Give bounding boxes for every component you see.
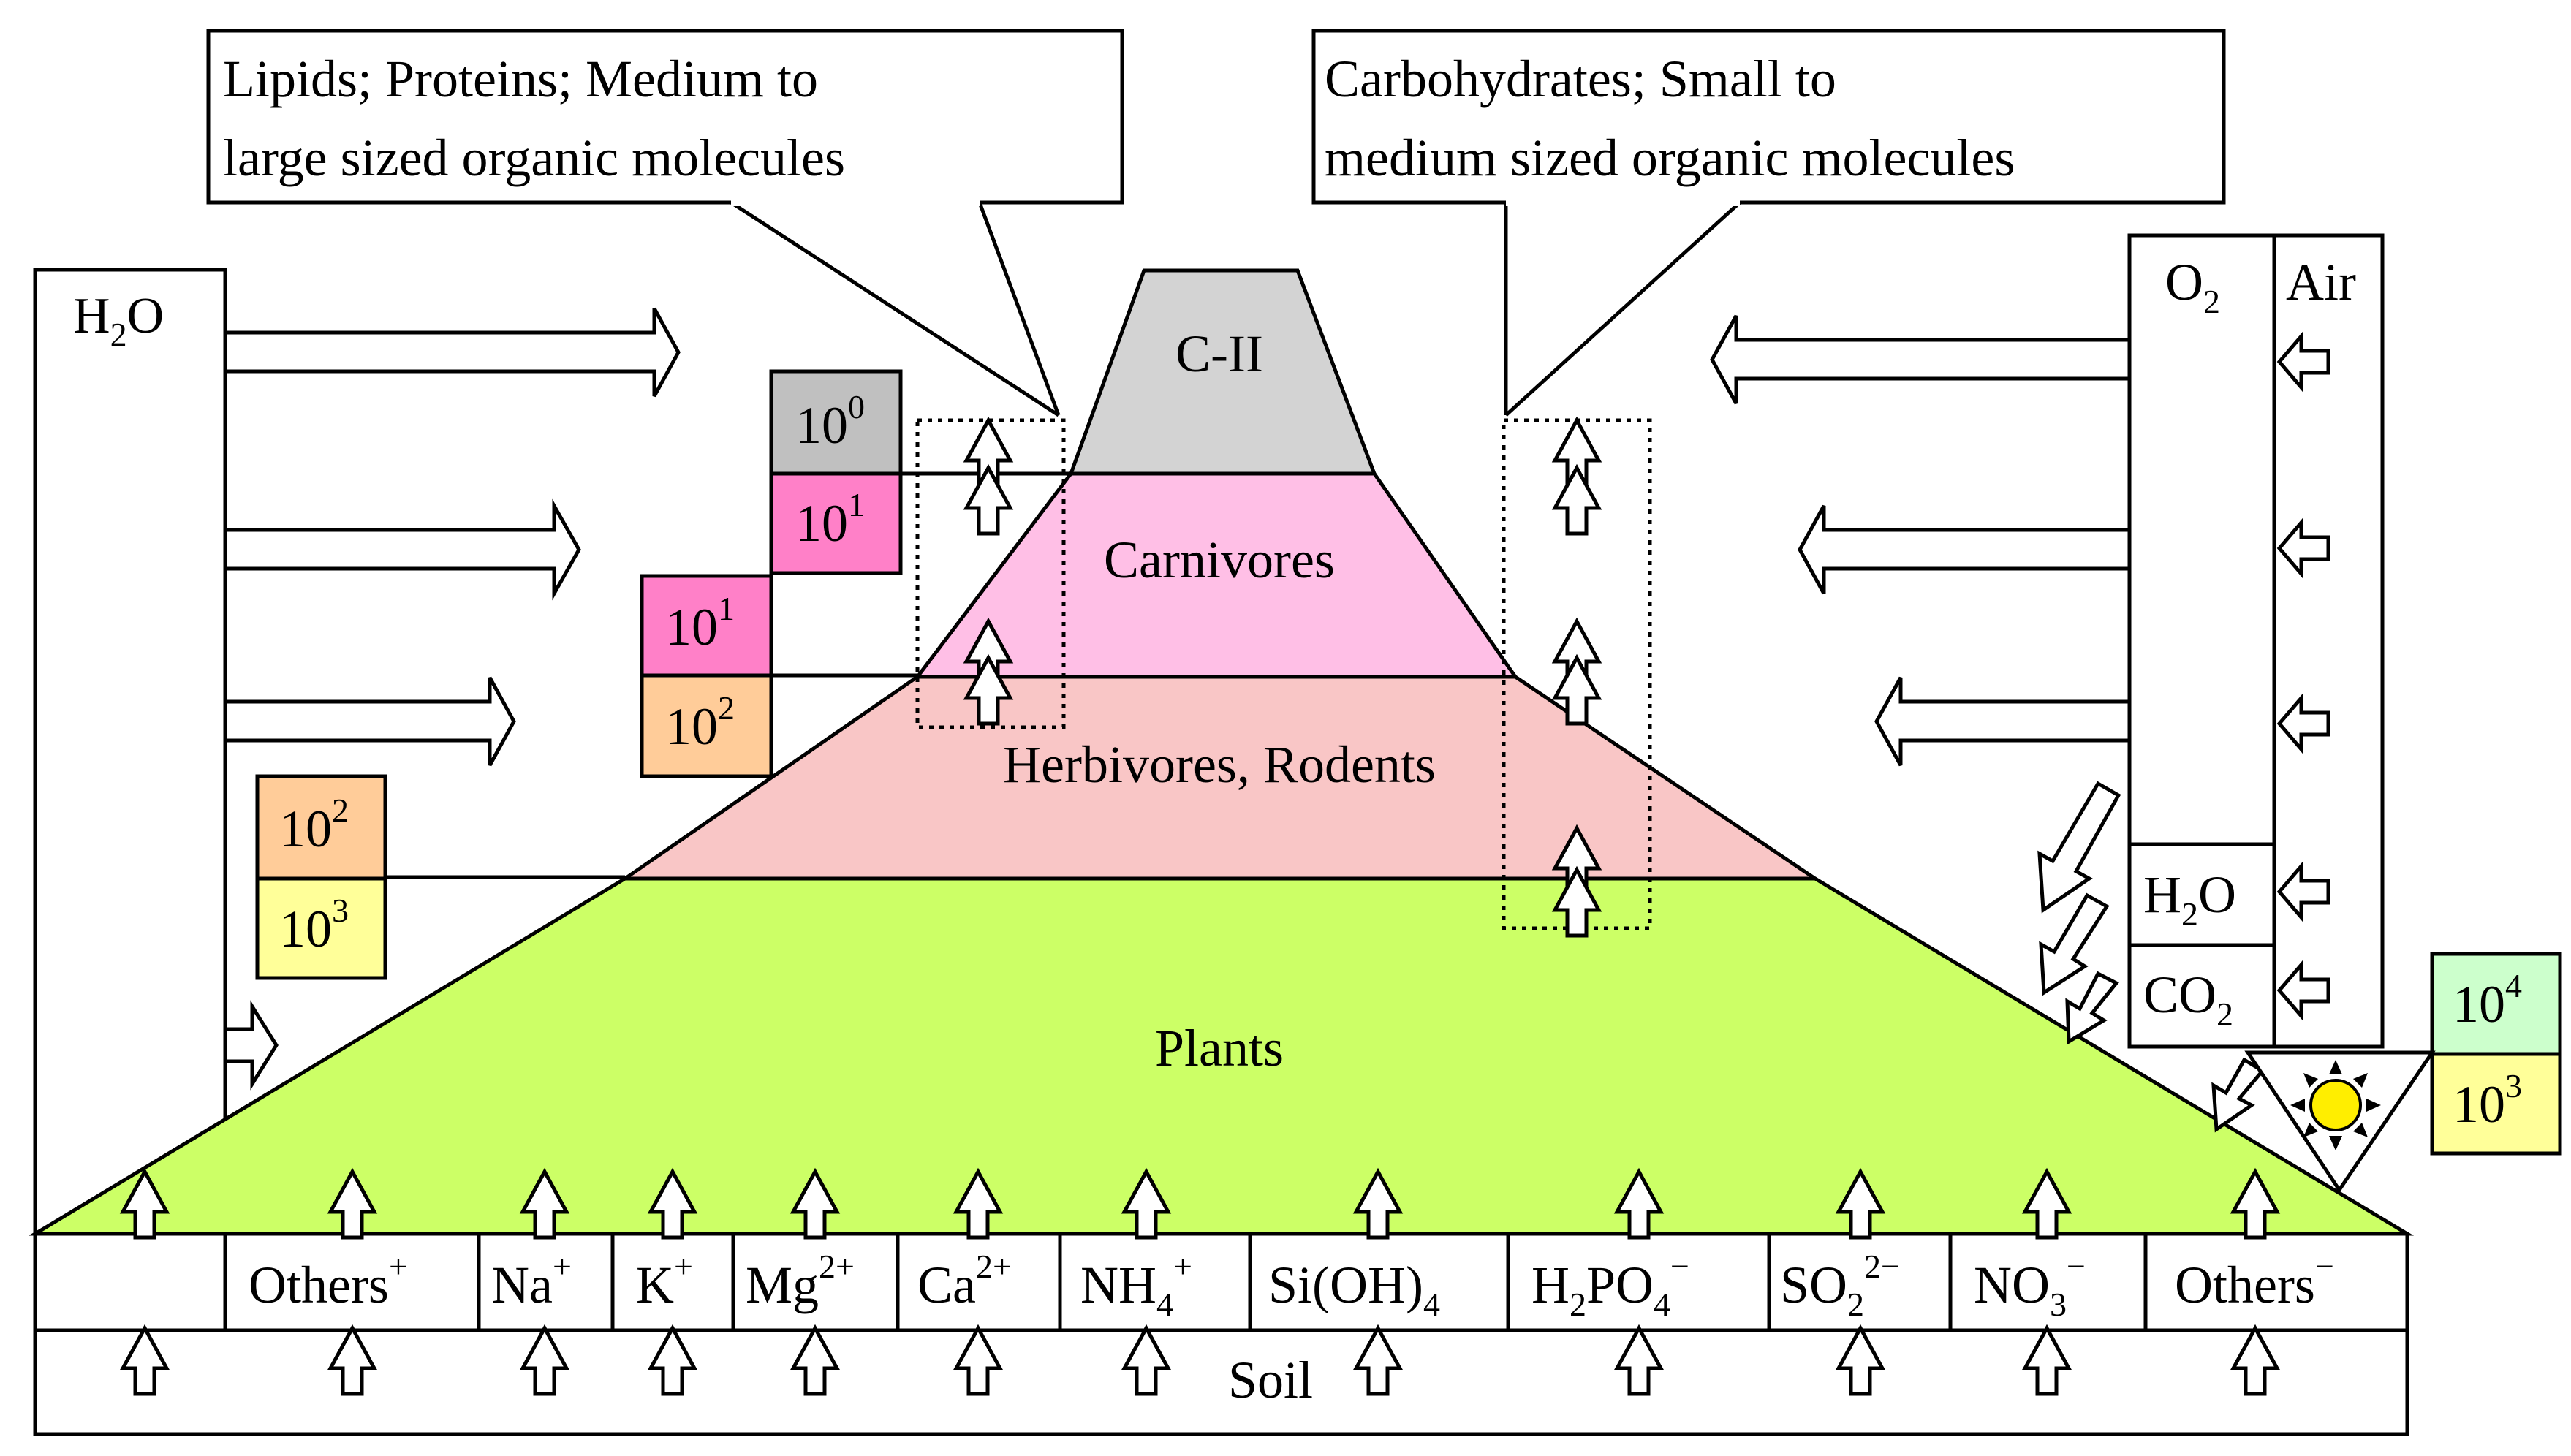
oxygen-arrow-carnivores — [1798, 504, 2132, 595]
nutrient-sulfate: SO22− — [1780, 1248, 1900, 1323]
magnitude-herbivores-bottom — [255, 876, 387, 980]
level-carnivores-label: Carnivores — [1104, 531, 1335, 589]
magnitude-sun-bottom — [2430, 1052, 2562, 1156]
nutrient-potassium: K+ — [636, 1248, 693, 1314]
air-arrows — [2276, 331, 2330, 1021]
water-column-outline — [33, 268, 227, 1237]
nutrient-others-negative: Others− — [2175, 1248, 2334, 1314]
trophic-pyramid: C-II Carnivores Herbivores, Rodents Plan… — [29, 268, 2415, 1236]
callout-left: Lipids; Proteins; Medium to large sized … — [206, 29, 1124, 417]
water-arrow-plants — [223, 1000, 279, 1091]
magnitude-carnivores-top-label: 101 — [665, 590, 735, 656]
callout-left-line1: Lipids; Proteins; Medium to — [223, 50, 818, 108]
nutrient-dihydrogen-phosphate: H2PO4− — [1531, 1248, 1689, 1323]
transfer-frame-left — [915, 418, 1066, 729]
air-label: Air — [2286, 253, 2356, 311]
level-c2-label: C-II — [1175, 325, 1263, 383]
callout-left-line2: large sized organic molecules — [223, 129, 845, 187]
oxygen-label: O2 — [2165, 253, 2220, 320]
nutrient-others-positive: Others+ — [249, 1248, 408, 1314]
nutrient-magnesium: Mg2+ — [746, 1248, 855, 1314]
magnitude-sun-bottom-label: 103 — [2453, 1067, 2522, 1134]
magnitude-c2-top-label: 100 — [795, 388, 865, 455]
soil-row: Soil — [33, 1328, 2409, 1436]
magnitude-herbivores-top-label: 102 — [279, 792, 349, 858]
level-herbivores-label: Herbivores, Rodents — [1003, 735, 1436, 794]
nutrient-nitrate: NO3− — [1974, 1248, 2086, 1323]
soil-label: Soil — [1228, 1351, 1313, 1409]
gas-exchange-arrows — [2037, 781, 2265, 1133]
water-arrow-c2 — [223, 307, 681, 398]
water-vapour-label: H2O — [2143, 865, 2236, 933]
callout-right-line1: Carbohydrates; Small to — [1325, 50, 1836, 108]
magnitude-carnivores-bottom — [640, 673, 773, 778]
level-c2 — [1068, 268, 1377, 476]
nutrient-calcium: Ca2+ — [917, 1248, 1012, 1314]
oxygen-arrows — [1710, 314, 2132, 767]
nutrient-ammonium: NH4+ — [1080, 1248, 1192, 1323]
level-plants-label: Plants — [1155, 1019, 1284, 1077]
nutrient-sodium: Na+ — [491, 1248, 572, 1314]
carbon-dioxide-box — [2127, 943, 2276, 1049]
water-arrows — [223, 307, 681, 1091]
atmosphere-panel: O2 Air H2O CO2 — [2127, 233, 2385, 1049]
callout-right: Carbohydrates; Small to medium sized org… — [1311, 29, 2226, 417]
sun-icon — [2290, 1060, 2381, 1150]
nutrient-row: Others+ Na+ K+ Mg2+ Ca2+ NH4+ Si(OH)4 H2… — [33, 1232, 2409, 1332]
nutrient-silicic-acid: Si(OH)4 — [1268, 1256, 1440, 1323]
oxygen-arrow-c2 — [1710, 314, 2132, 405]
water-column-label: H2O — [73, 288, 164, 353]
magnitude-carnivores-bottom-label: 102 — [665, 689, 735, 756]
oxygen-arrow-herbivores — [1874, 676, 2132, 767]
magnitude-sun-top-label: 104 — [2453, 967, 2522, 1034]
water-arrow-herbivores — [223, 676, 516, 767]
magnitude-boxes: 100 101 101 102 102 103 104 103 — [255, 369, 2562, 1156]
magnitude-carnivores-top — [640, 574, 773, 678]
magnitude-herbivores-top — [255, 774, 387, 881]
sun-source — [2244, 1050, 2436, 1194]
magnitude-c2-bottom-label: 101 — [795, 486, 865, 553]
magnitude-sun-top — [2430, 952, 2562, 1056]
magnitude-herbivores-bottom-label: 103 — [279, 892, 349, 958]
magnitude-c2-bottom — [769, 471, 903, 575]
carbon-dioxide-label: CO2 — [2143, 966, 2233, 1033]
callout-right-line2: medium sized organic molecules — [1325, 129, 2015, 187]
water-column: H2O — [33, 268, 227, 1237]
water-arrow-carnivores — [223, 498, 581, 601]
